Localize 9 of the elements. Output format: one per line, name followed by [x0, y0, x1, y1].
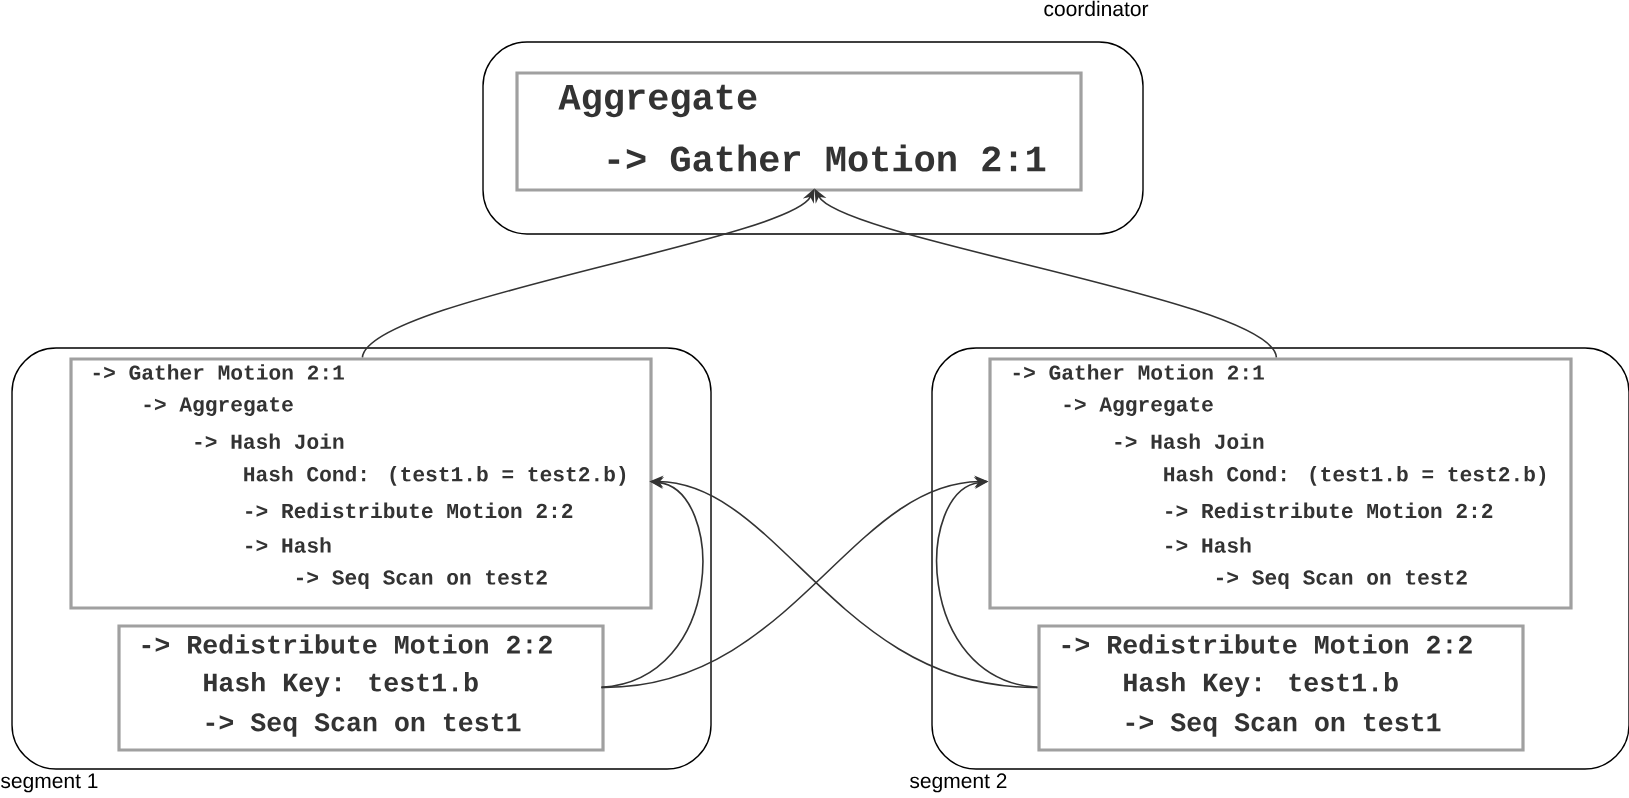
plan-box: -> Redistribute Motion 2:2 Hash Key: test1.b -> Seq Scan on test1 — [1037, 624, 1525, 752]
arrow — [935, 477, 1039, 689]
node-label: segment 1 — [1, 773, 98, 793]
plan-box: -> Gather Motion 2:1 -> Aggregate -> Hash Join Hash Cond: (test1.b = test2.b) -> Redistribute Motion 2:2 -> Hash -> Seq Scan on test2 — [69, 357, 653, 610]
node-label: segment 2 — [910, 773, 1007, 793]
plan-box: -> Gather Motion 2:1 -> Aggregate -> Hash Join Hash Cond: (test1.b = test2.b) -> Redistribute Motion 2:2 -> Hash -> Seq Scan on test2 — [988, 357, 1573, 610]
plan-box: Aggregate -> Gather Motion 2:1 — [515, 71, 1083, 192]
node-label: coordinator — [1044, 0, 1149, 17]
plan-box: -> Redistribute Motion 2:2 Hash Key: test1.b -> Seq Scan on test1 — [117, 624, 605, 752]
